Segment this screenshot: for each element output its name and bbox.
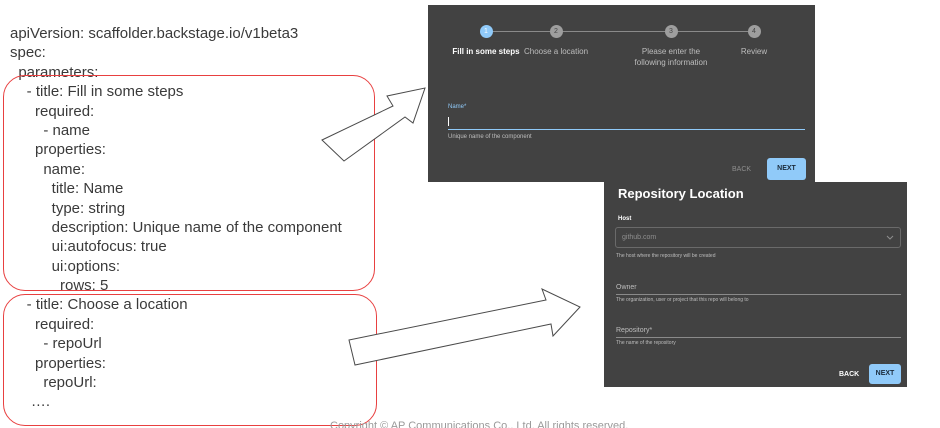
repository-location-panel: Repository Location Host github.com The … [604,182,907,387]
repository-underline [616,337,901,338]
name-input[interactable] [448,115,805,130]
back-button[interactable]: BACK [839,371,860,378]
yaml-line: - title: Choose a location [10,296,188,314]
chevron-down-icon [886,235,894,240]
yaml-line: properties: [10,141,106,159]
yaml-line: ui:options: [10,257,121,275]
yaml-line: rows: 5 [10,277,109,295]
step-number: 4 [747,25,761,38]
yaml-line: parameters: [10,63,99,81]
step-label: Choose a location [523,47,589,56]
yaml-line: - repoUrl [10,335,102,353]
yaml-line: required: [10,315,95,333]
step-number: 1 [479,25,493,38]
yaml-line: properties: [10,354,106,372]
arrow-to-repo-location-icon [348,288,581,366]
text-cursor [448,117,449,126]
step-label: Fill in some steps [452,47,520,56]
yaml-line: type: string [10,199,126,217]
name-field-label: Name* [448,104,467,110]
yaml-line: description: Unique name of the componen… [10,218,342,236]
step-connector [677,31,748,32]
repository-field[interactable]: Repository* [616,327,653,334]
yaml-line: required: [10,102,95,120]
repository-helper: The name of the repository [616,340,676,346]
step-connector [562,31,665,32]
host-value: github.com [622,234,657,241]
step-number: 2 [549,25,563,38]
step-review[interactable]: 4 Review [714,25,794,57]
owner-helper: The organization, user or project that t… [616,297,749,303]
yaml-line: apiVersion: scaffolder.backstage.io/v1be… [10,25,299,42]
host-label: Host [618,216,632,222]
host-select[interactable]: github.com [615,227,901,248]
highlight-box-step1 [3,75,375,291]
next-button[interactable]: NEXT [767,158,806,180]
yaml-line: repoUrl: [10,374,97,392]
highlight-box-step2 [3,294,377,426]
yaml-line: spec: [10,44,46,62]
panel-title: Repository Location [618,186,744,201]
next-button[interactable]: NEXT [869,364,901,384]
yaml-line: ui:autofocus: true [10,238,167,256]
host-helper: The host where the repository will be cr… [616,253,716,259]
owner-field[interactable]: Owner [616,284,637,291]
step-label: Please enter the following information [634,47,708,67]
yaml-line: title: Name [10,180,124,198]
yaml-code-block: apiVersion: scaffolder.backstage.io/v1be… [10,24,342,412]
back-button[interactable]: BACK [732,166,752,173]
step-connector [492,31,550,32]
step-choose-a-location[interactable]: 2 Choose a location [516,25,596,57]
step-label: Review [740,47,768,56]
yaml-line: name: [10,160,86,178]
yaml-line: - title: Fill in some steps [10,83,184,101]
step-enter-information[interactable]: 3 Please enter the following information [631,25,711,68]
step-fill-in-some-steps[interactable]: 1 Fill in some steps [446,25,526,57]
yaml-line: …. [10,393,51,411]
stepper-form-panel: 1 Fill in some steps 2 Choose a location… [428,5,815,182]
step-number: 3 [664,25,678,38]
name-field-helper: Unique name of the component [448,134,532,140]
copyright-footer: Copyright © AP Communications Co., Ltd. … [330,420,629,428]
yaml-line: - name [10,121,91,139]
owner-underline [616,294,901,295]
